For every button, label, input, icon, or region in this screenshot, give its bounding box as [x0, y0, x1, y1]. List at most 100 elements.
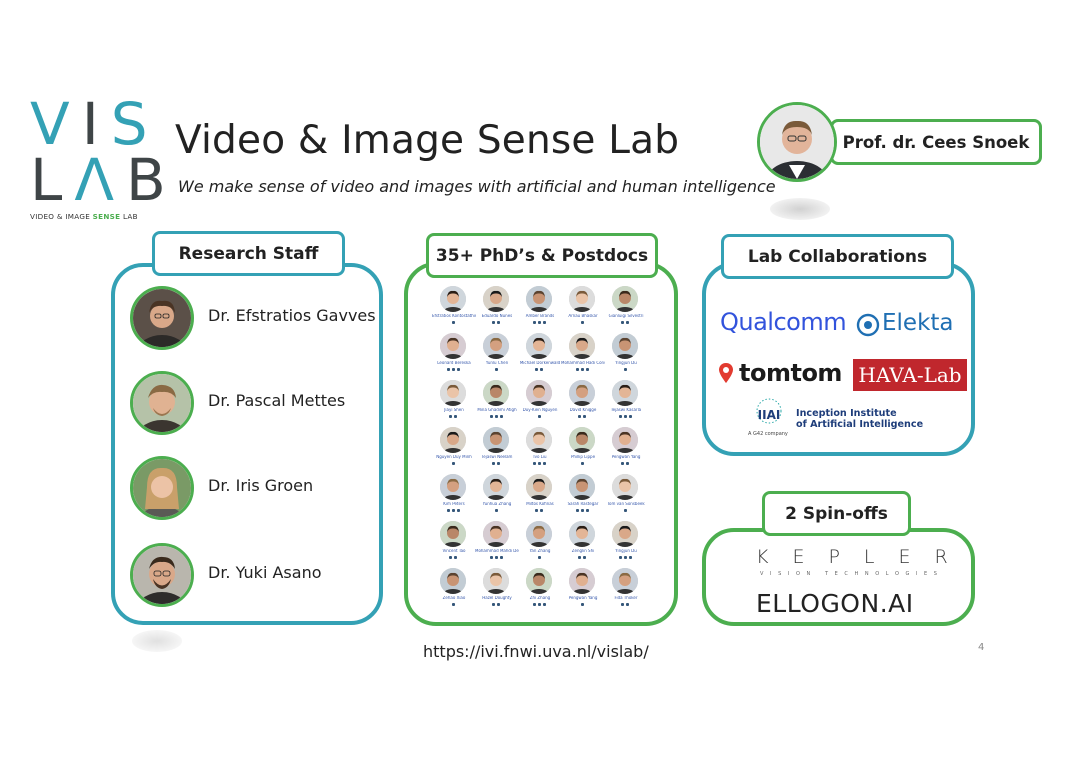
- social-icon[interactable]: [578, 415, 581, 418]
- social-icon[interactable]: [492, 462, 495, 465]
- social-icon[interactable]: [532, 603, 536, 606]
- social-icon[interactable]: [537, 556, 541, 559]
- staff-name: Dr. Pascal Mettes: [208, 391, 346, 410]
- social-icons: [489, 368, 503, 371]
- social-icon[interactable]: [451, 603, 455, 606]
- phd-avatar: [440, 333, 466, 359]
- social-icons: [575, 415, 589, 418]
- social-icon[interactable]: [580, 462, 584, 465]
- phd-name: Duy-Kien Nguyen: [522, 408, 558, 412]
- social-icon[interactable]: [451, 462, 455, 465]
- social-icon[interactable]: [492, 321, 495, 324]
- social-icon[interactable]: [494, 509, 498, 512]
- phd-avatar: [440, 568, 466, 594]
- social-icon[interactable]: [575, 368, 579, 371]
- social-icon[interactable]: [580, 603, 584, 606]
- social-icon[interactable]: [494, 415, 498, 418]
- phd-avatar: [483, 380, 509, 406]
- social-icon[interactable]: [623, 415, 627, 418]
- social-icon[interactable]: [535, 368, 538, 371]
- social-icon[interactable]: [454, 415, 457, 418]
- social-icon[interactable]: [497, 462, 500, 465]
- social-icon[interactable]: [451, 509, 455, 512]
- social-icon[interactable]: [494, 556, 498, 559]
- ellogon-logo: ELLOGON.AI: [756, 589, 914, 618]
- social-icon[interactable]: [456, 509, 460, 512]
- social-icon[interactable]: [585, 509, 589, 512]
- phd-avatar: [569, 333, 595, 359]
- phd-name: Miltos Kofinas: [526, 502, 554, 506]
- social-icon[interactable]: [489, 415, 493, 418]
- social-icon[interactable]: [621, 321, 624, 324]
- social-icon[interactable]: [456, 368, 460, 371]
- social-icon[interactable]: [618, 415, 622, 418]
- social-icon[interactable]: [537, 462, 541, 465]
- social-icon[interactable]: [532, 321, 536, 324]
- phd-member: Miltos Kofinas: [518, 474, 562, 514]
- social-icon[interactable]: [618, 556, 622, 559]
- social-icon[interactable]: [542, 603, 546, 606]
- social-icon[interactable]: [623, 509, 627, 512]
- social-icons: [532, 462, 546, 465]
- phd-heading: 35+ PhD’s & Postdocs: [426, 233, 658, 278]
- staff-member: Dr. Efstratios Gavves: [130, 286, 376, 350]
- social-icon[interactable]: [542, 321, 546, 324]
- social-icon[interactable]: [537, 321, 541, 324]
- social-icon[interactable]: [626, 603, 629, 606]
- social-icon[interactable]: [451, 321, 455, 324]
- social-icon[interactable]: [542, 462, 546, 465]
- social-icon[interactable]: [628, 415, 632, 418]
- social-icon[interactable]: [446, 368, 450, 371]
- social-icon[interactable]: [583, 556, 586, 559]
- social-icon[interactable]: [575, 509, 579, 512]
- social-icon[interactable]: [497, 603, 500, 606]
- social-icon[interactable]: [628, 556, 632, 559]
- social-icon[interactable]: [580, 321, 584, 324]
- social-icon[interactable]: [585, 368, 589, 371]
- phd-avatar: [569, 286, 595, 312]
- social-icon[interactable]: [454, 556, 457, 559]
- phd-member: Mohammad Mahdi Derakhshani: [475, 521, 519, 561]
- social-icon[interactable]: [621, 462, 624, 465]
- social-icon[interactable]: [578, 556, 581, 559]
- social-icon[interactable]: [489, 556, 493, 559]
- social-icon[interactable]: [580, 368, 584, 371]
- social-icon[interactable]: [449, 415, 452, 418]
- phd-avatar: [612, 427, 638, 453]
- social-icon[interactable]: [623, 556, 627, 559]
- social-icon[interactable]: [492, 603, 495, 606]
- tomtom-logo: tomtom: [739, 359, 842, 387]
- phd-member: Zenglin Shi: [561, 521, 605, 561]
- qualcomm-logo: Qualcomm: [720, 308, 847, 336]
- social-icon[interactable]: [621, 603, 624, 606]
- social-icon[interactable]: [623, 368, 627, 371]
- social-icon[interactable]: [451, 368, 455, 371]
- lab-url[interactable]: https://ivi.fnwi.uva.nl/vislab/: [423, 642, 649, 661]
- phd-name: Yunhua Zhang: [482, 502, 512, 506]
- staff-shadow: [132, 630, 182, 652]
- social-icon[interactable]: [626, 462, 629, 465]
- phd-avatar: [526, 427, 552, 453]
- social-icon[interactable]: [497, 321, 500, 324]
- social-icon[interactable]: [499, 556, 503, 559]
- staff-member: Dr. Iris Groen: [130, 456, 370, 520]
- social-icon[interactable]: [537, 415, 541, 418]
- social-icon[interactable]: [446, 509, 450, 512]
- social-icon[interactable]: [537, 603, 541, 606]
- social-icon[interactable]: [449, 556, 452, 559]
- social-icon[interactable]: [532, 462, 536, 465]
- phd-name: Tom van Sonsbeek: [607, 502, 645, 506]
- social-icon[interactable]: [540, 368, 543, 371]
- spinoffs-panel: [702, 528, 975, 626]
- social-icon[interactable]: [583, 415, 586, 418]
- hava-lab-logo: HAVA-Lab: [853, 359, 967, 391]
- phd-name: Kim Peters: [443, 502, 465, 506]
- social-icon[interactable]: [535, 509, 538, 512]
- social-icon[interactable]: [580, 509, 584, 512]
- social-icon[interactable]: [626, 321, 629, 324]
- social-icon[interactable]: [494, 368, 498, 371]
- social-icon[interactable]: [499, 415, 503, 418]
- social-icon[interactable]: [540, 509, 543, 512]
